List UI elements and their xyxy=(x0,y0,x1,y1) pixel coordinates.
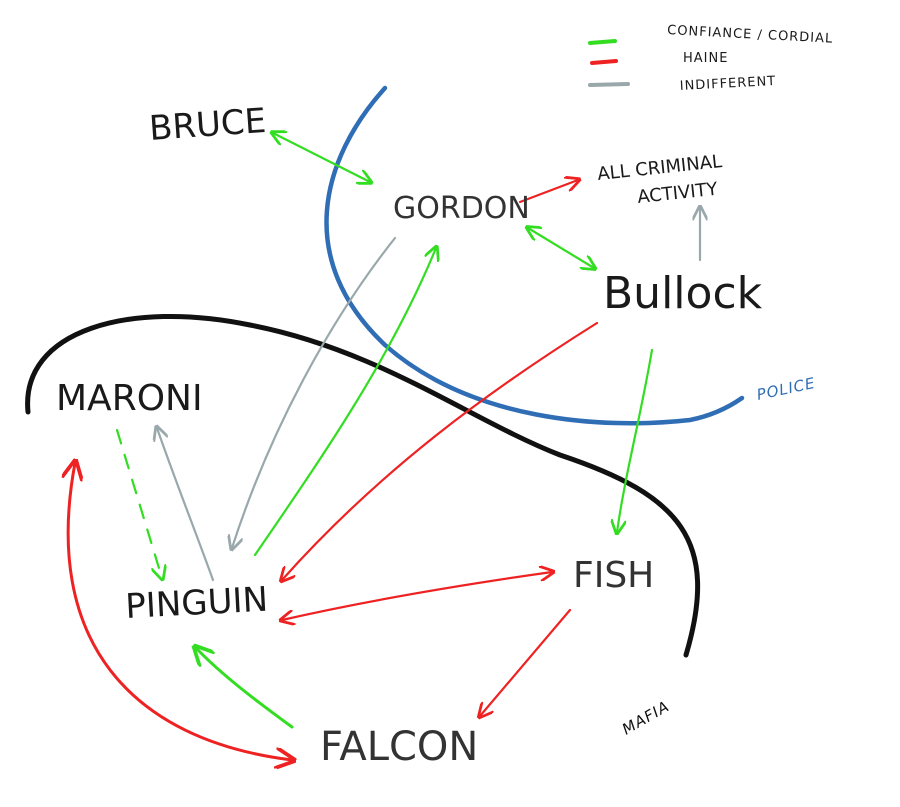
relation-falcon-maroni xyxy=(68,463,292,760)
mafia-boundary xyxy=(25,313,701,658)
node-falcon: FALCON xyxy=(320,724,478,770)
node-bruce: BRUCE xyxy=(148,101,268,149)
relations xyxy=(68,133,700,760)
legend-swatch-trust xyxy=(588,39,617,45)
relation-falcon-pinguin xyxy=(196,648,294,729)
police-label: POLICE xyxy=(755,374,817,404)
legend-label-trust: CONFIANCE / CORDIAL xyxy=(667,23,834,47)
legend-swatch-hate xyxy=(590,59,618,65)
node-gordon: GORDON xyxy=(393,191,530,226)
relation-gordon-criminal xyxy=(518,180,578,204)
relation-bruce-gordon xyxy=(273,133,370,182)
legend-swatch-indifferent xyxy=(588,82,630,87)
relation-fish-falcon xyxy=(480,608,572,716)
legend-label-indifferent: INDIFFERENT xyxy=(679,74,776,94)
relation-bullock-pinguin xyxy=(282,321,599,580)
relation-bullock-fish xyxy=(617,348,654,532)
mafia-label: MAFIA xyxy=(619,697,673,738)
nodes: BRUCE GORDON ALL CRIMINAL ACTIVITY Bullo… xyxy=(56,101,763,770)
node-criminal-line2: ACTIVITY xyxy=(636,179,719,208)
relation-pinguin-maroni xyxy=(157,428,215,582)
relation-gordon-pinguin xyxy=(232,236,397,548)
relation-pinguin-fish xyxy=(282,572,552,620)
node-pinguin: PINGUIN xyxy=(124,580,269,627)
police-boundary xyxy=(324,85,745,426)
legend-label-hate: HAINE xyxy=(683,51,728,66)
legend: CONFIANCE / CORDIAL HAINE INDIFFERENT xyxy=(588,23,834,94)
node-maroni: MARONI xyxy=(56,378,203,419)
node-fish: FISH xyxy=(573,555,654,596)
node-bullock: Bullock xyxy=(603,268,763,319)
relation-gordon-bullock xyxy=(528,228,594,268)
relation-maroni-pinguin xyxy=(115,428,162,578)
